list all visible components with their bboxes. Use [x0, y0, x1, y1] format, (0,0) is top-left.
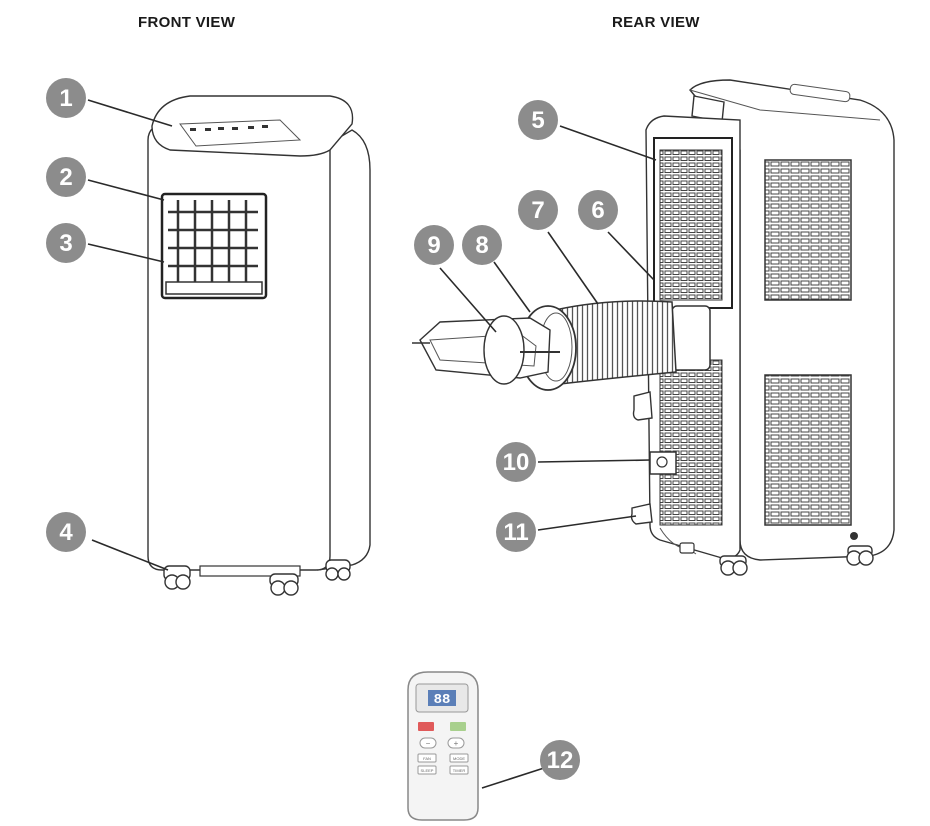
callout-12: 12	[540, 740, 580, 780]
svg-text:1: 1	[59, 85, 72, 112]
remote-mode-button	[450, 722, 466, 731]
remote-mode-label: MODE	[453, 756, 465, 761]
svg-text:10: 10	[503, 449, 530, 476]
callout-11: 11	[496, 512, 536, 552]
air-outlet-louvers	[168, 200, 258, 285]
svg-text:2: 2	[59, 164, 72, 191]
svg-text:3: 3	[59, 230, 72, 257]
svg-text:5: 5	[531, 107, 544, 134]
remote-control: 88 − + FAN MODE SLEEP TIMER	[407, 671, 479, 821]
svg-text:8: 8	[475, 232, 488, 259]
callout-8: 8	[462, 225, 502, 265]
front-unit	[147, 95, 371, 596]
svg-text:9: 9	[427, 232, 440, 259]
svg-text:4: 4	[59, 519, 73, 546]
remote-sleep-label: SLEEP	[421, 768, 434, 773]
callout-1: 1	[46, 78, 86, 118]
remote-power-button	[418, 722, 434, 731]
svg-text:12: 12	[547, 747, 574, 774]
rear-view-title: REAR VIEW	[612, 14, 700, 31]
leader-lines	[87, 99, 657, 789]
remote-timer-label: TIMER	[453, 768, 466, 773]
callout-4: 4	[46, 512, 86, 552]
callout-3: 3	[46, 223, 86, 263]
callout-9: 9	[414, 225, 454, 265]
rear-unit	[412, 79, 895, 576]
svg-text:−: −	[426, 739, 431, 748]
callout-5: 5	[518, 100, 558, 140]
svg-text:+: +	[454, 739, 459, 748]
svg-text:11: 11	[503, 519, 528, 546]
callout-6: 6	[578, 190, 618, 230]
svg-text:7: 7	[531, 197, 544, 224]
front-view-title: FRONT VIEW	[138, 14, 236, 31]
casters-rear	[719, 545, 874, 576]
control-panel-buttons	[190, 125, 268, 131]
remote-fan-label: FAN	[423, 756, 431, 761]
casters-front	[163, 559, 351, 596]
remote-display: 88	[434, 692, 451, 708]
callout-10: 10	[496, 442, 536, 482]
callout-2: 2	[46, 157, 86, 197]
callout-7: 7	[518, 190, 558, 230]
svg-text:6: 6	[591, 197, 604, 224]
